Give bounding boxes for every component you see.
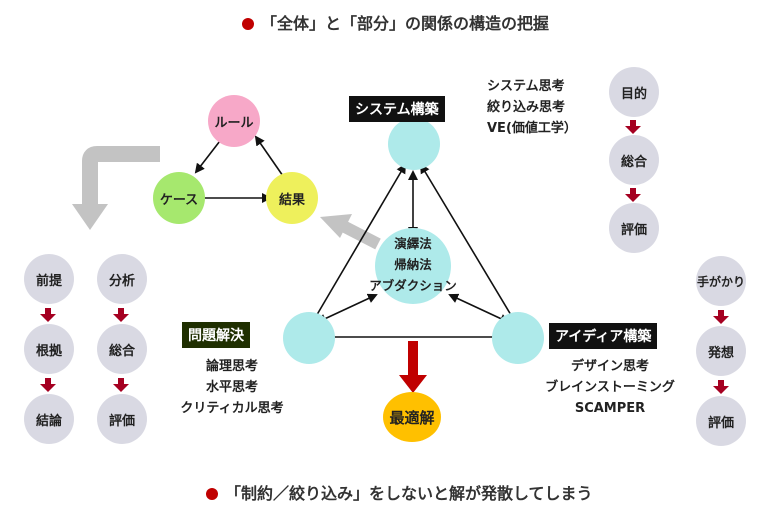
grey-bend-arrowhead bbox=[72, 204, 108, 230]
problem-method-3: クリティカル思考 bbox=[180, 401, 284, 416]
system-method-3: VE(価値工学） bbox=[487, 121, 577, 136]
col1-arrow-2 bbox=[40, 378, 56, 392]
spoke-center-problem bbox=[316, 293, 378, 324]
grey-bend-arrow bbox=[82, 146, 160, 206]
node-optimal: 最適解 bbox=[383, 392, 441, 442]
idea-methods: デザイン思考 ブレインストーミング SCAMPER bbox=[535, 356, 685, 419]
node-synthesis-left: 総合 bbox=[97, 324, 147, 374]
col3-arrow-2 bbox=[625, 188, 641, 202]
method-deduction: 演繹法 bbox=[394, 236, 432, 251]
node-center bbox=[375, 228, 451, 304]
problem-title: 問題解決 bbox=[182, 322, 250, 348]
idea-method-1: デザイン思考 bbox=[570, 359, 649, 374]
red-down-arrow-head bbox=[399, 375, 427, 393]
idea-title: アイディア構築 bbox=[549, 323, 658, 349]
node-problem bbox=[283, 312, 335, 364]
node-conclusion: 結論 bbox=[24, 394, 74, 444]
center-methods: 演繹法 帰納法 アブダクション bbox=[363, 233, 463, 296]
bullet-icon bbox=[242, 18, 254, 30]
bottom-heading: 「制約／絞り込み」をしないと解が発散してしまう bbox=[206, 480, 593, 504]
node-grounds: 根拠 bbox=[24, 324, 74, 374]
arrow-result-to-rule bbox=[254, 135, 284, 177]
node-synthesis-right: 総合 bbox=[609, 135, 659, 185]
bottom-heading-text: 「制約／絞り込み」をしないと解が発散してしまう bbox=[225, 484, 593, 503]
column-arrows bbox=[40, 120, 729, 394]
node-result: 結果 bbox=[266, 172, 318, 224]
node-purpose: 目的 bbox=[609, 67, 659, 117]
node-idea bbox=[492, 312, 544, 364]
node-evaluation-right-top: 評価 bbox=[609, 203, 659, 253]
top-heading: 「全体」と「部分」の関係の構造の把握 bbox=[242, 10, 549, 34]
bullet-icon bbox=[206, 488, 218, 500]
top-heading-text: 「全体」と「部分」の関係の構造の把握 bbox=[261, 14, 550, 33]
problem-methods: 論理思考 水平思考 クリティカル思考 bbox=[170, 356, 294, 419]
idea-method-3: SCAMPER bbox=[574, 401, 646, 416]
node-evaluation-right-bottom: 評価 bbox=[696, 396, 746, 446]
node-idea-generation: 発想 bbox=[696, 326, 746, 376]
node-case: ケース bbox=[153, 172, 205, 224]
node-premise: 前提 bbox=[24, 254, 74, 304]
method-abduction: アブダクション bbox=[369, 278, 457, 293]
col1-arrow-1 bbox=[40, 308, 56, 322]
col2-arrow-2 bbox=[113, 378, 129, 392]
col4-arrow-2 bbox=[713, 380, 729, 394]
col4-arrow-1 bbox=[713, 310, 729, 324]
red-down-arrow-shaft bbox=[408, 341, 418, 377]
node-evaluation-left: 評価 bbox=[97, 394, 147, 444]
system-title: システム構築 bbox=[349, 96, 445, 122]
node-analysis: 分析 bbox=[97, 254, 147, 304]
node-clue: 手がかり bbox=[696, 256, 746, 306]
problem-method-2: 水平思考 bbox=[205, 380, 258, 395]
idea-method-2: ブレインストーミング bbox=[545, 380, 675, 395]
node-system bbox=[388, 118, 440, 170]
node-rule: ルール bbox=[208, 95, 260, 147]
arrow-rule-to-case bbox=[194, 136, 224, 174]
method-induction: 帰納法 bbox=[394, 257, 432, 272]
spoke-center-idea bbox=[448, 293, 510, 324]
col3-arrow-1 bbox=[625, 120, 641, 134]
system-method-1: システム思考 bbox=[487, 79, 565, 94]
problem-method-1: 論理思考 bbox=[205, 359, 258, 374]
col2-arrow-1 bbox=[113, 308, 129, 322]
system-methods: システム思考 絞り込み思考 VE(価値工学） bbox=[487, 76, 577, 139]
system-method-2: 絞り込み思考 bbox=[487, 100, 566, 115]
